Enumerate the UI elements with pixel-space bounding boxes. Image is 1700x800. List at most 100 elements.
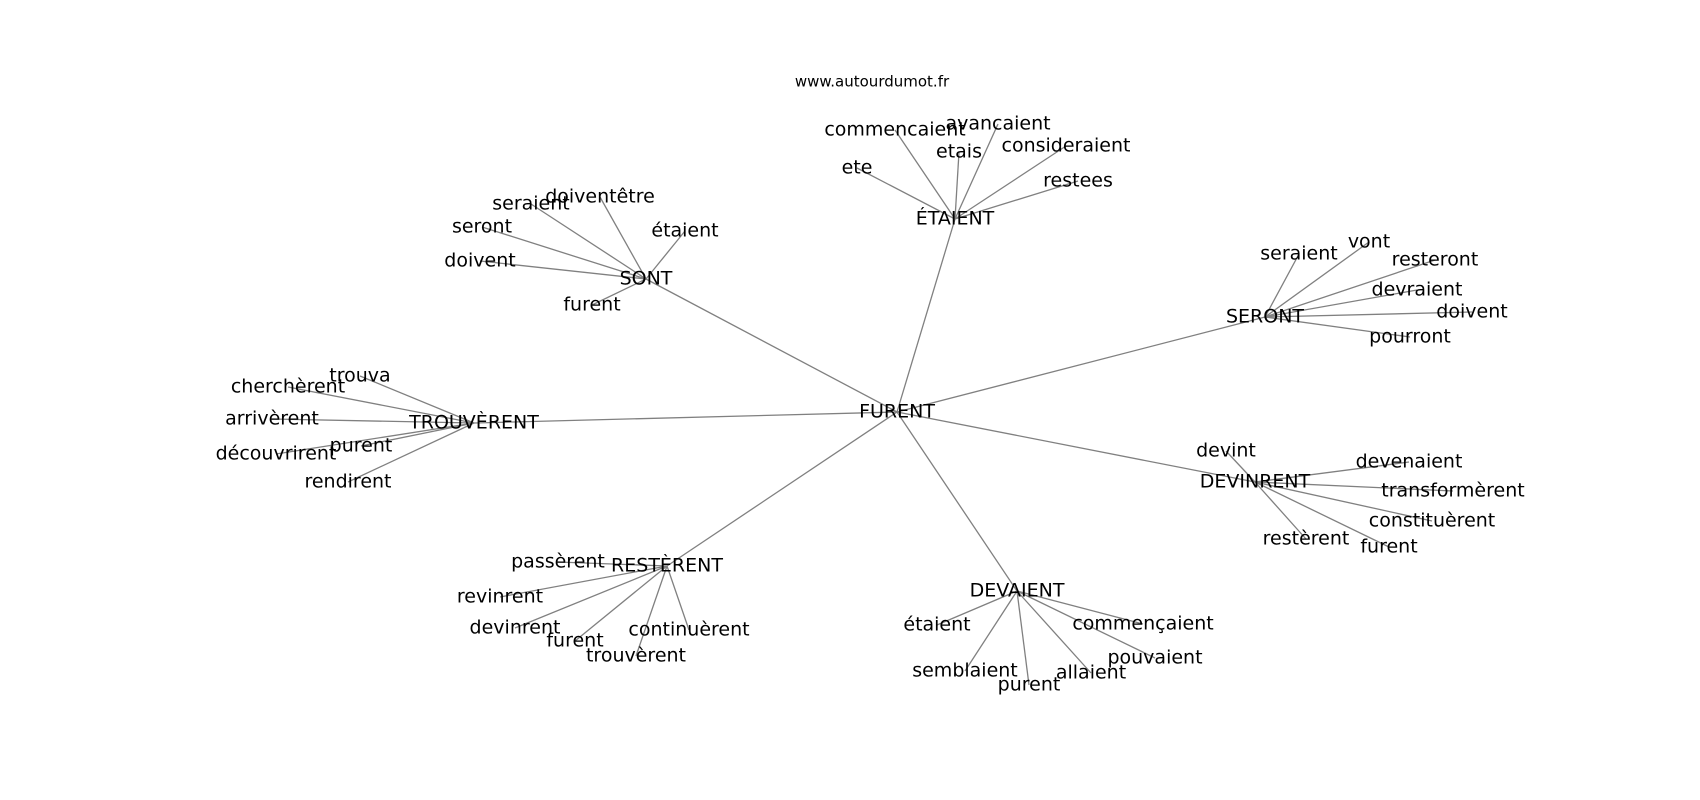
leaf-node-label[interactable]: doiventêtre [545,186,655,208]
leaf-node-label[interactable]: passèrent [511,551,605,573]
leaf-node-label[interactable]: furent [546,630,603,652]
hub-node-label[interactable]: SONT [620,268,673,290]
edge-hub-leaf [1264,259,1436,318]
leaf-node-label[interactable]: furent [1360,536,1417,558]
source-text[interactable]: www.autourdumot.fr [795,73,950,91]
leaf-node-label[interactable]: arrivèrent [225,408,319,430]
edge-hub-leaf [1264,311,1473,318]
edge-hub-leaf [347,422,475,483]
leaf-node-label[interactable]: seront [452,216,512,238]
hub-node-label[interactable]: TROUVÈRENT [408,411,539,434]
leaf-node-label[interactable]: commencaient [824,119,965,141]
edge-hub-leaf [666,565,690,631]
leaf-node-label[interactable]: purent [330,435,393,457]
hub-node-label[interactable]: DEVAIENT [970,580,1065,602]
edge-hub-leaf [1254,481,1307,540]
leaf-node-label[interactable]: etais [936,141,982,163]
leaf-node-label[interactable]: consideraient [1002,135,1131,157]
leaf-node-label[interactable]: furent [563,294,620,316]
leaf-node-label[interactable]: devraient [1372,279,1463,301]
edge-hub-leaf [954,145,1067,220]
edge-hub-leaf [954,180,1079,220]
edge-center-hub [896,411,1256,483]
leaf-node-label[interactable]: continuèrent [628,619,749,641]
leaf-node-label[interactable]: restees [1043,170,1113,192]
leaf-node-label[interactable]: étaient [651,220,718,242]
leaf-node-label[interactable]: vont [1348,231,1390,253]
edge-hub-leaf [1254,481,1454,492]
edge-hub-leaf [954,123,999,220]
edge-center-hub [896,218,956,413]
edge-hub-leaf [275,422,475,455]
edge-hub-leaf [635,565,668,657]
edge-hub-leaf [287,386,475,424]
leaf-node-label[interactable]: doivent [1436,301,1507,323]
edge-hub-leaf [894,129,956,220]
leaf-node-label[interactable]: transformèrent [1381,480,1524,502]
edge-hub-leaf [1264,241,1370,318]
leaf-node-label[interactable]: étaient [903,614,970,636]
hub-node-label[interactable]: RESTÈRENT [611,554,723,577]
edge-center-hub [645,278,898,413]
edge-hub-leaf [591,278,647,306]
leaf-node-label[interactable]: allaient [1056,662,1126,684]
edge-hub-leaf [1264,289,1418,318]
edge-hub-leaf [1016,590,1092,674]
leaf-node-label[interactable]: trouva [329,365,390,387]
leaf-node-label[interactable]: commençaient [1072,613,1213,635]
leaf-node-label[interactable]: cherchèrent [231,376,345,398]
leaf-node-label[interactable]: constituèrent [1369,510,1496,532]
edge-hub-leaf [1225,450,1256,483]
edge-hub-leaf [530,203,647,280]
leaf-node-label[interactable]: rendirent [304,471,391,493]
edge-hub-leaf [645,230,686,280]
edge-center-hub [896,411,1018,592]
leaf-node-label[interactable]: purent [998,674,1061,696]
edge-hub-leaf [271,418,475,424]
edge-hub-leaf [1016,590,1144,625]
edge-hub-leaf [964,590,1018,672]
edge-hub-leaf [1016,590,1156,659]
edge-hub-leaf [1264,316,1411,338]
labels-layer: www.autourdumot.fr FURENT ÉTAIENT commenca… [216,73,1525,696]
edge-hub-leaf [856,167,956,220]
edge-hub-leaf [557,561,668,567]
hub-node-label[interactable]: SERONT [1226,306,1304,328]
leaf-node-label[interactable]: doivent [444,250,515,272]
leaf-node-label[interactable]: semblaient [912,660,1018,682]
leaf-node-label[interactable]: pourront [1369,326,1451,348]
edge-hub-leaf [499,565,668,598]
leaf-node-label[interactable]: avancaient [945,113,1050,135]
edges-layer [271,123,1473,686]
edge-hub-leaf [359,375,475,424]
leaf-node-label[interactable]: resteront [1392,249,1479,271]
leaf-node-label[interactable]: ete [842,157,873,179]
edge-hub-leaf [1264,253,1300,318]
leaf-node-label[interactable]: trouvèrent [586,645,686,667]
edge-hub-leaf [514,565,668,629]
leaf-node-label[interactable]: seraient [1260,243,1338,265]
leaf-node-label[interactable]: revinrent [457,586,543,608]
edge-hub-leaf [574,565,668,642]
edge-center-hub [896,316,1266,413]
edge-hub-leaf [599,196,647,280]
leaf-node-label[interactable]: seraient [492,193,570,215]
leaf-node-label[interactable]: découvrirent [216,443,337,465]
hub-node-label[interactable]: DEVINRENT [1200,471,1311,493]
leaf-node-label[interactable]: restèrent [1263,528,1350,550]
edge-hub-leaf [1254,461,1410,483]
edge-hub-leaf [936,590,1018,626]
hub-node-label[interactable]: ÉTAIENT [916,207,995,230]
leaf-node-label[interactable]: devint [1196,440,1256,462]
leaf-node-label[interactable]: devenaient [1356,451,1463,473]
edge-hub-leaf [360,422,475,447]
edge-hub-leaf [479,260,647,280]
edge-hub-leaf [481,226,647,280]
leaf-node-label[interactable]: pouvaient [1107,647,1202,669]
edge-center-hub [473,411,898,424]
center-node-label[interactable]: FURENT [859,401,935,423]
leaf-node-label[interactable]: devinrent [470,617,561,639]
edge-hub-leaf [1254,481,1390,548]
edge-center-hub [666,411,898,567]
